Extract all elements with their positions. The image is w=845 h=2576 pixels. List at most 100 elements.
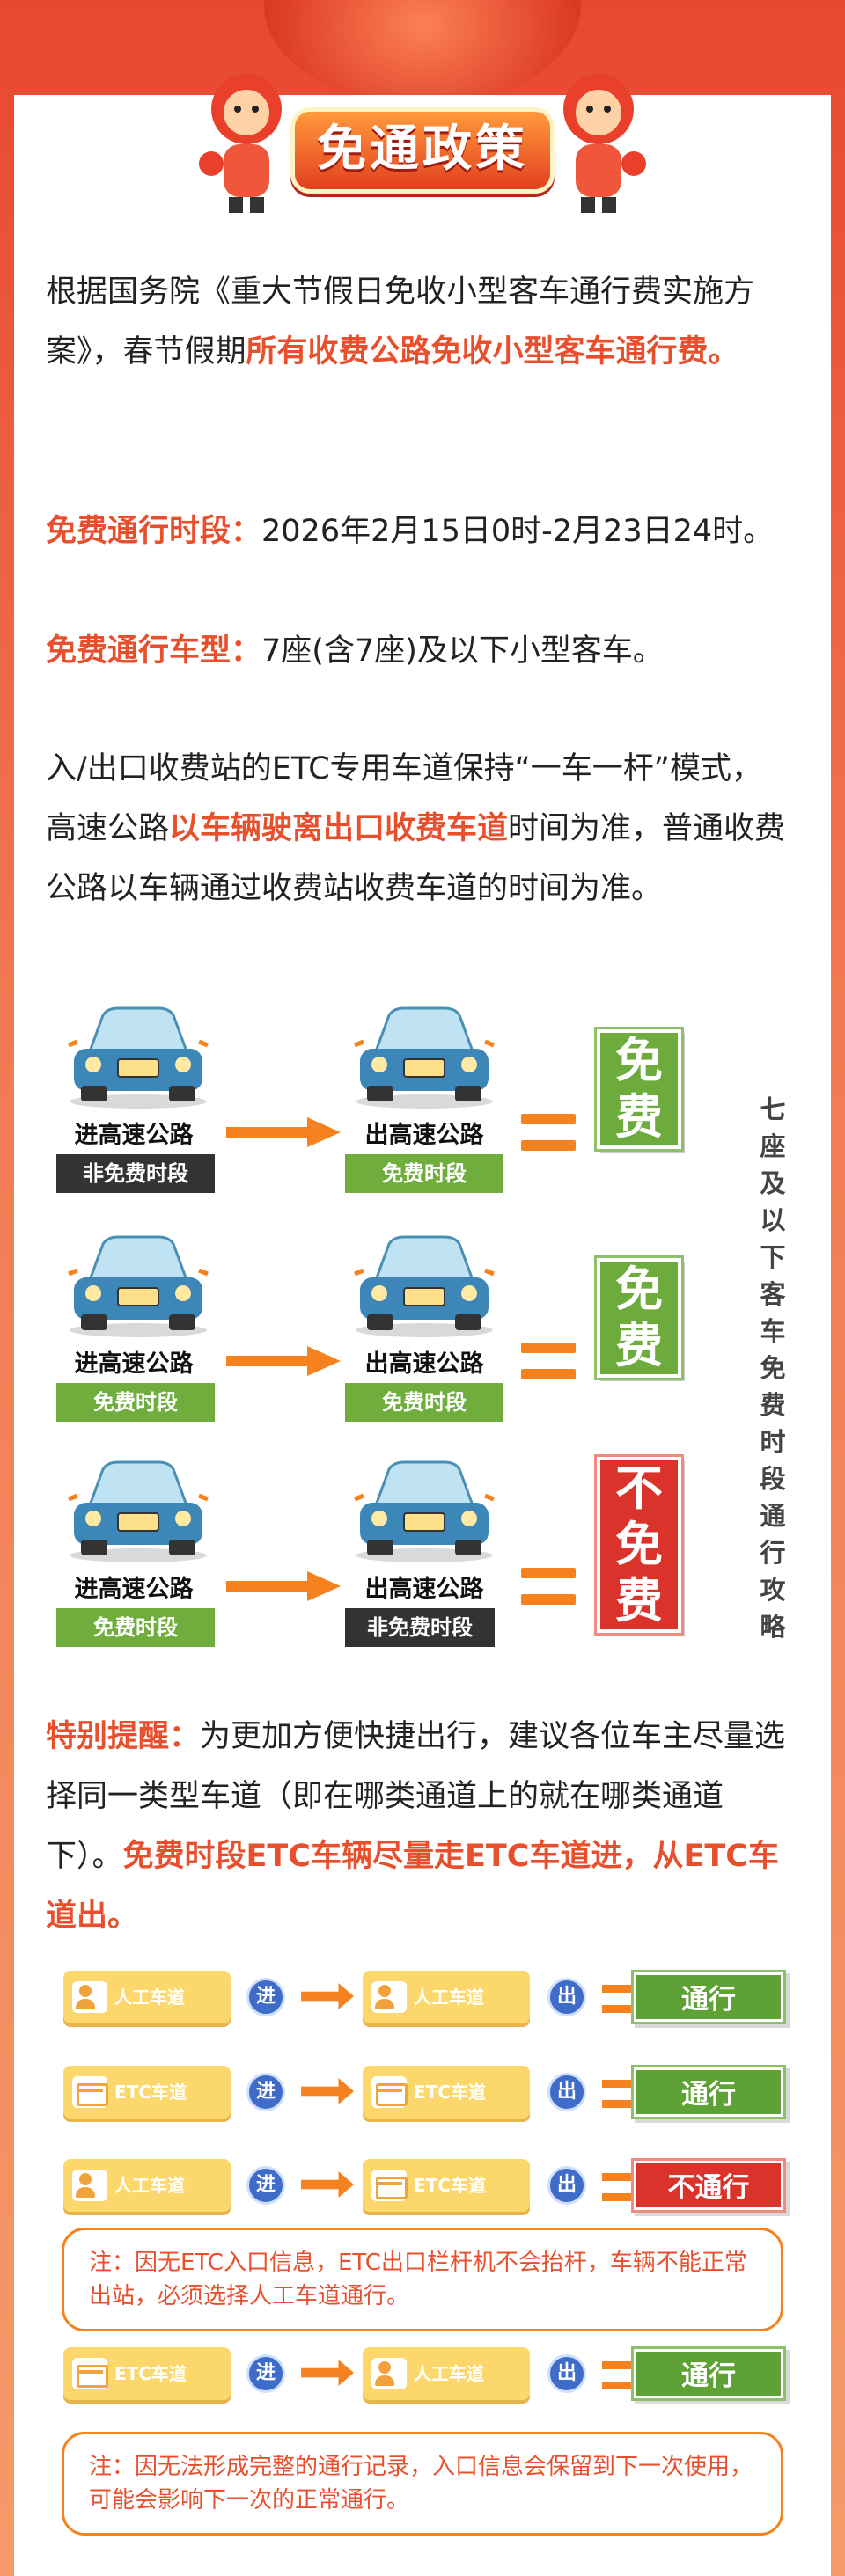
person-icon [72, 1981, 107, 2013]
etc-rule-text-2: 时间为准，普通收费公路以车辆通过收费站收费车道的时间为准。 [46, 811, 786, 906]
lion-mascot-icon [199, 74, 282, 213]
entry-lane: 人工车道 [63, 2159, 231, 2212]
equals-icon [521, 1568, 576, 1605]
scenario-row: 进高速公路免费时段 出高速公路免费时段 免费 [46, 1232, 724, 1443]
reminder-highlight: 免费时段ETC车辆尽量走ETC车道进，从ETC车道出。 [46, 1839, 779, 1934]
card-icon [371, 2170, 408, 2201]
car-icon [349, 1003, 499, 1109]
lion-mascot-icon [563, 74, 646, 213]
banner-plaque: 免通政策 [290, 107, 555, 194]
lane-result: 通行 [634, 2349, 783, 2398]
lane-row: 人工车道 进 人工车道 出 通行 [46, 1969, 789, 2031]
intro-text: 根据国务院《重大节假日免收小型客车通行费实施方案》，春节假期 [46, 274, 755, 370]
vehicle-value: 7座(含7座)及以下小型客车。 [261, 633, 664, 669]
exit-badge: 出 [547, 2354, 586, 2393]
person-icon [371, 2358, 407, 2389]
etc-rule-text: 入/出口收费站的ETC专用车道保持“一车一杆”模式，高速公路 [46, 751, 762, 846]
exit-lane: ETC车道 [363, 2066, 530, 2119]
entry-period-tag: 免费时段 [56, 1383, 215, 1422]
equals-icon [602, 1985, 641, 2013]
entry-period-tag: 非免费时段 [56, 1154, 215, 1193]
title-banner: 免通政策 [194, 67, 651, 216]
reminder-label: 特别提醒： [46, 1719, 201, 1754]
lane-result: 不通行 [634, 2161, 783, 2210]
exit-period-tag: 非免费时段 [345, 1608, 495, 1647]
exit-period-tag: 免费时段 [345, 1154, 503, 1193]
card-icon [72, 2358, 108, 2389]
vertical-title: 七座及以下客车免费时段通行攻略 [760, 1094, 786, 1642]
lane-label: 人工车道 [114, 1987, 185, 2008]
arrow-right-icon [226, 1346, 341, 1376]
car-icon [63, 1232, 213, 1337]
entry-lane: 人工车道 [63, 1971, 231, 2023]
exit-lane: 人工车道 [363, 1971, 530, 2023]
equals-icon [602, 2080, 641, 2108]
entry-label: 进高速公路 [74, 1350, 194, 1378]
car-icon [63, 1457, 213, 1562]
etc-rule-highlight: 以车辆驶离出口收费车道 [169, 811, 509, 846]
period-paragraph: 免费通行时段：2026年2月15日0时-2月23日24时。 [46, 501, 789, 561]
vehicle-paragraph: 免费通行车型：7座(含7座)及以下小型客车。 [46, 621, 789, 681]
lane-row: ETC车道 进 人工车道 出 通行 [46, 2345, 789, 2407]
entry-label: 进高速公路 [74, 1576, 194, 1603]
arrow-right-icon [226, 1571, 341, 1601]
note-box: 注：因无ETC入口信息，ETC出口栏杆机不会抬杆，车辆不能正常出站，必须选择人工… [62, 2228, 783, 2331]
car-icon [349, 1232, 499, 1337]
entry-period-tag: 免费时段 [56, 1608, 215, 1647]
scenario-row: 进高速公路免费时段 出高速公路非免费时段 不免费 [46, 1454, 724, 1668]
exit-lane: ETC车道 [363, 2159, 530, 2212]
lane-row: ETC车道 进 ETC车道 出 通行 [46, 2064, 789, 2126]
reminder-text: 为更加方便快捷出行，建议各位车主尽量选择同一类型车道（即在哪类通道上的就在哪类通… [46, 1719, 786, 1874]
scenario-row: 进高速公路非免费时段出高速公路免费时段免费 [46, 1003, 724, 1214]
result-badge: 不免费 [594, 1454, 684, 1636]
lane-label: ETC车道 [114, 2082, 187, 2103]
lane-label: ETC车道 [414, 2082, 486, 2103]
period-value: 2026年2月15日0时-2月23日24时。 [261, 514, 775, 549]
exit-period-tag: 免费时段 [345, 1383, 503, 1422]
person-icon [72, 2170, 107, 2201]
result-badge: 免费 [594, 1255, 684, 1380]
entry-label: 进高速公路 [74, 1122, 194, 1149]
equals-icon [602, 2361, 641, 2389]
entry-lane: ETC车道 [63, 2347, 231, 2400]
lane-label: 人工车道 [414, 1987, 484, 2008]
arrow-right-icon [226, 1117, 341, 1147]
exit-label: 出高速公路 [364, 1350, 484, 1378]
arrow-right-icon [301, 2360, 354, 2386]
equals-icon [521, 1343, 576, 1379]
person-icon [371, 1981, 407, 2013]
car-icon [63, 1003, 213, 1109]
lane-result: 通行 [634, 1972, 783, 2022]
card-icon [371, 2076, 408, 2108]
entry-badge: 进 [246, 1978, 285, 2016]
exit-badge: 出 [547, 1978, 586, 2016]
entry-badge: 进 [246, 2073, 285, 2111]
card-icon [72, 2076, 108, 2108]
reminder-paragraph: 特别提醒：为更加方便快捷出行，建议各位车主尽量选择同一类型车道（即在哪类通道上的… [46, 1707, 789, 1946]
arrow-right-icon [301, 2171, 354, 2198]
intro-paragraph: 根据国务院《重大节假日免收小型客车通行费实施方案》，春节假期所有收费公路免收小型… [46, 262, 789, 382]
vehicle-label: 免费通行车型： [46, 633, 262, 669]
entry-badge: 进 [246, 2354, 285, 2393]
lane-result: 通行 [634, 2067, 783, 2117]
page-title: 免通政策 [317, 121, 528, 178]
intro-highlight: 所有收费公路免收小型客车通行费。 [246, 334, 739, 370]
exit-lane: 人工车道 [363, 2347, 530, 2400]
equals-icon [602, 2173, 641, 2201]
etc-rule-paragraph: 入/出口收费站的ETC专用车道保持“一车一杆”模式，高速公路以车辆驶离出口收费车… [46, 739, 789, 918]
arrow-right-icon [301, 2078, 354, 2104]
car-icon [349, 1457, 499, 1562]
arrow-right-icon [301, 1983, 354, 2009]
exit-label: 出高速公路 [364, 1122, 484, 1149]
lane-label: 人工车道 [114, 2175, 185, 2196]
exit-badge: 出 [547, 2073, 586, 2111]
exit-label: 出高速公路 [364, 1576, 484, 1603]
lane-label: ETC车道 [414, 2175, 486, 2196]
entry-lane: ETC车道 [63, 2066, 231, 2119]
equals-icon [521, 1114, 576, 1151]
lane-label: ETC车道 [114, 2363, 187, 2384]
lane-label: 人工车道 [414, 2363, 484, 2384]
exit-badge: 出 [547, 2166, 586, 2205]
